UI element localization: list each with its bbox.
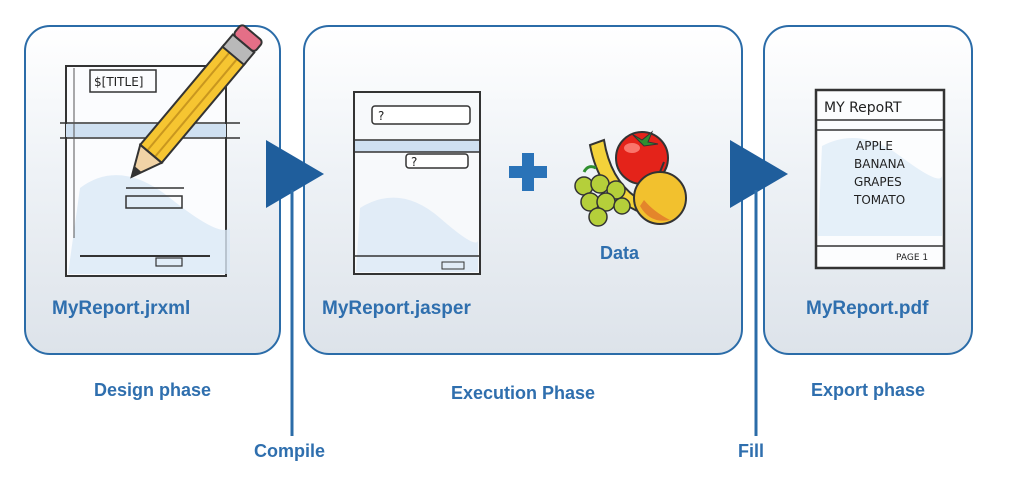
data-label: Data [600, 243, 640, 263]
printed-report-illustration: MY RepoRT APPLE BANANA GRAPES TOMATO PAG… [814, 88, 946, 270]
report-item: BANANA [854, 157, 906, 171]
design-template-illustration: $[TITLE] [60, 24, 263, 277]
detail-placeholder-field: ? [411, 155, 417, 169]
compiled-report-illustration: ? ? [353, 91, 481, 275]
pencil-icon [130, 24, 263, 179]
compile-step-label: Compile [254, 441, 326, 461]
fill-step-label: Fill [738, 441, 764, 461]
jrxml-file-label: MyReport.jrxml [52, 298, 191, 319]
plus-icon [509, 153, 547, 191]
fill-arrow [730, 140, 788, 436]
report-item: APPLE [856, 139, 893, 153]
report-title-text: MY RepoRT [824, 100, 902, 116]
template-title-field: $[TITLE] [94, 75, 143, 89]
report-item: GRAPES [854, 175, 902, 189]
header-placeholder-field: ? [378, 109, 384, 123]
report-item: TOMATO [853, 193, 905, 207]
jasper-file-label: MyReport.jasper [322, 298, 471, 319]
design-phase-label: Design phase [93, 380, 212, 400]
compile-arrow [266, 140, 324, 436]
pdf-file-label: MyReport.pdf [806, 298, 929, 319]
execution-phase-label: Execution Phase [450, 383, 596, 403]
fruit-data-icon [574, 130, 687, 227]
report-footer-text: PAGE 1 [896, 253, 928, 263]
export-phase-label: Export phase [810, 380, 926, 400]
